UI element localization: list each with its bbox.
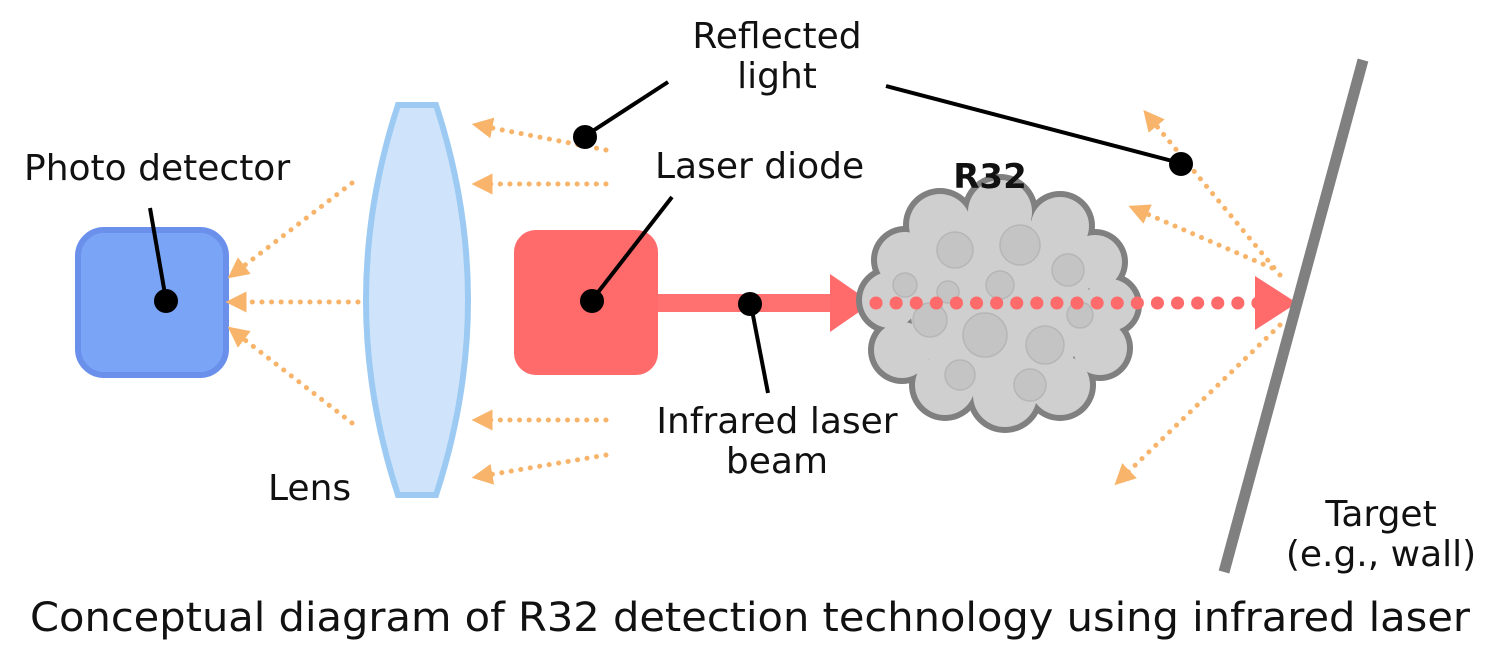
target-label-line1: Target (1324, 494, 1436, 535)
reflected-light-label-line1: Reflected (692, 16, 861, 57)
leader-lines (148, 80, 1193, 394)
infrared-laser-beam-label-line2: beam (726, 441, 828, 482)
reflected-light-label-line2: light (737, 56, 817, 97)
lens-label: Lens (268, 468, 351, 509)
target-wall (1218, 58, 1369, 574)
infrared-laser-beam-dotted (869, 276, 1297, 330)
photo-detector (75, 227, 229, 378)
photo-detector-label: Photo detector (24, 148, 290, 189)
infrared-laser-beam (658, 274, 872, 332)
diagram-caption: Conceptual diagram of R32 detection tech… (30, 595, 1471, 641)
lens (363, 102, 471, 498)
target-label-line2: (e.g., wall) (1286, 534, 1476, 575)
infrared-laser-beam-label-line1: Infrared laser (656, 401, 897, 442)
laser-diode-label: Laser diode (655, 146, 864, 187)
r32-label: R32 (953, 157, 1027, 197)
